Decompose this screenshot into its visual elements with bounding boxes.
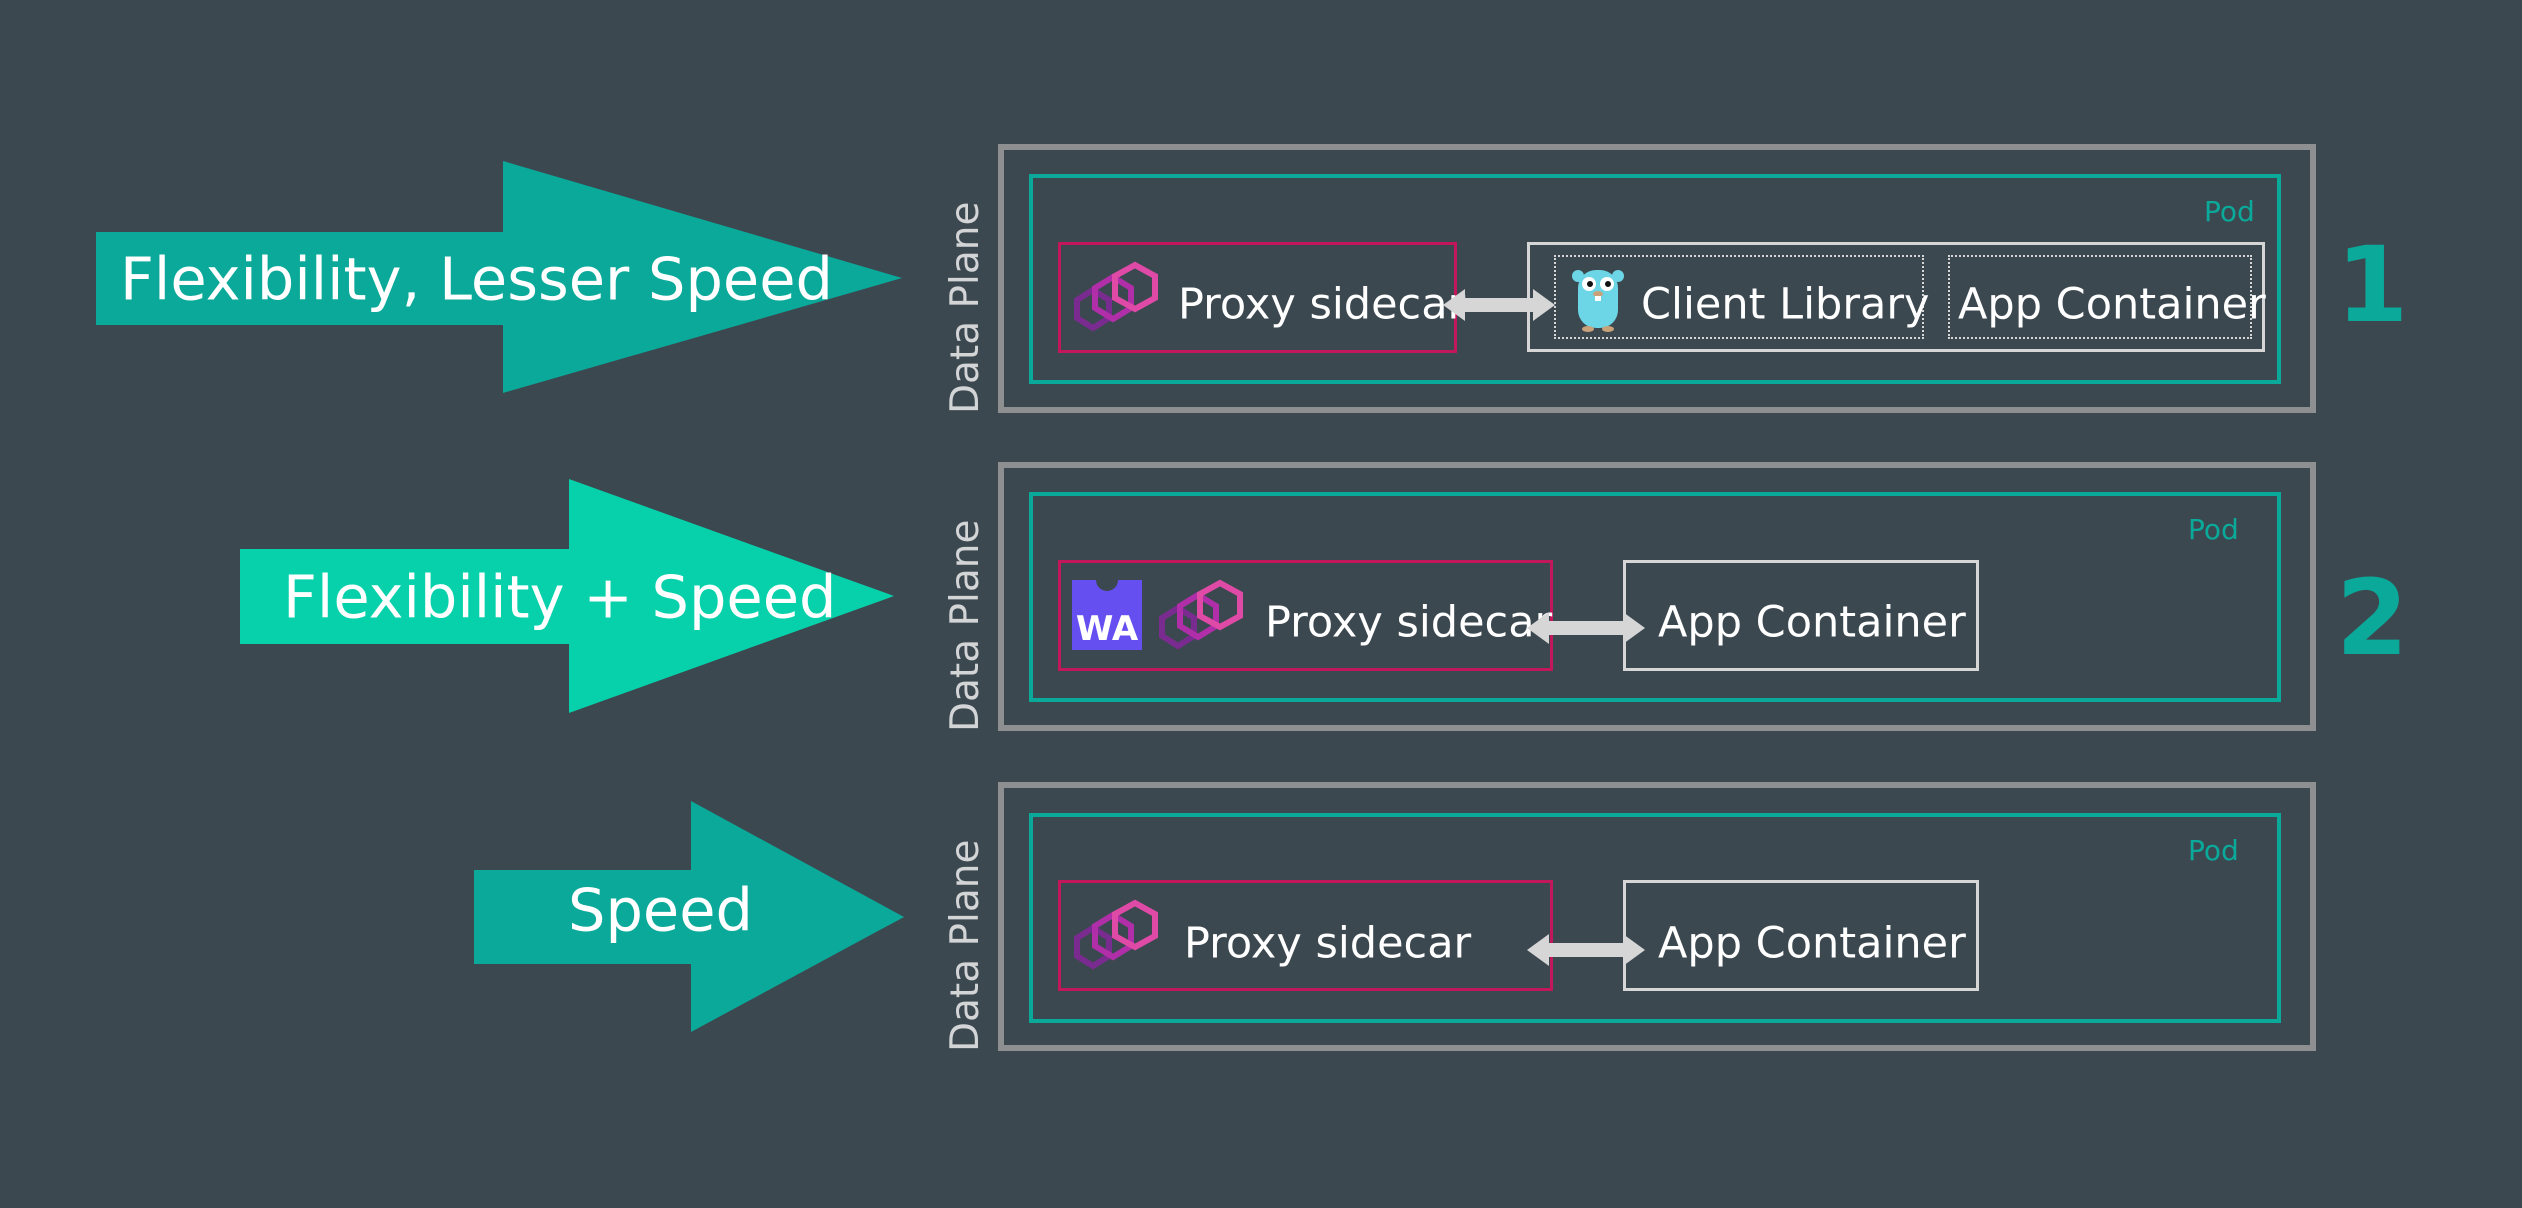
pod-label: Pod	[2188, 834, 2239, 867]
arrow-label-flexibility-lesser-speed: Flexibility, Lesser Speed	[120, 244, 833, 314]
app-container-box	[1623, 560, 1979, 671]
row-number-2: 2	[2336, 557, 2409, 679]
double-arrow-icon	[1527, 612, 1645, 644]
client-library-label: Client Library	[1641, 279, 1930, 330]
app-container-label: App Container	[1658, 597, 1966, 648]
envoy-logo-icon	[1074, 899, 1158, 970]
app-container-label: App Container	[1658, 918, 1966, 969]
proxy-sidecar-label: Proxy sidecar	[1178, 279, 1466, 330]
arrow-label-flexibility-speed: Flexibility + Speed	[283, 562, 837, 632]
envoy-logo-icon	[1074, 261, 1158, 332]
go-gopher-icon	[1572, 270, 1624, 332]
data-plane-label: Data Plane	[943, 839, 988, 1052]
app-container-label: App Container	[1958, 279, 2266, 330]
app-container-box	[1623, 880, 1979, 991]
double-arrow-icon	[1443, 289, 1555, 321]
client-library-box	[1554, 255, 1924, 339]
pod-label: Pod	[2204, 195, 2255, 228]
app-container-group	[1527, 242, 2265, 352]
wasm-badge-label: WA	[1075, 609, 1139, 649]
proxy-sidecar-label: Proxy sidecar	[1265, 597, 1553, 648]
envoy-logo-icon	[1159, 579, 1243, 650]
app-container-box	[1948, 255, 2252, 339]
pod-label: Pod	[2188, 513, 2239, 546]
proxy-sidecar-label: Proxy sidecar	[1184, 918, 1472, 969]
pod-box	[1029, 492, 2281, 702]
data-plane-label: Data Plane	[943, 519, 988, 732]
pod-box	[1029, 174, 2281, 384]
proxy-sidecar-box	[1058, 560, 1553, 671]
webassembly-icon: WA	[1072, 580, 1142, 650]
double-arrow-icon	[1527, 934, 1645, 966]
data-plane-label: Data Plane	[943, 201, 988, 414]
proxy-sidecar-box	[1058, 880, 1553, 991]
arrow-label-speed: Speed	[568, 875, 753, 945]
pod-box	[1029, 813, 2281, 1023]
row-number-1: 1	[2336, 224, 2409, 346]
